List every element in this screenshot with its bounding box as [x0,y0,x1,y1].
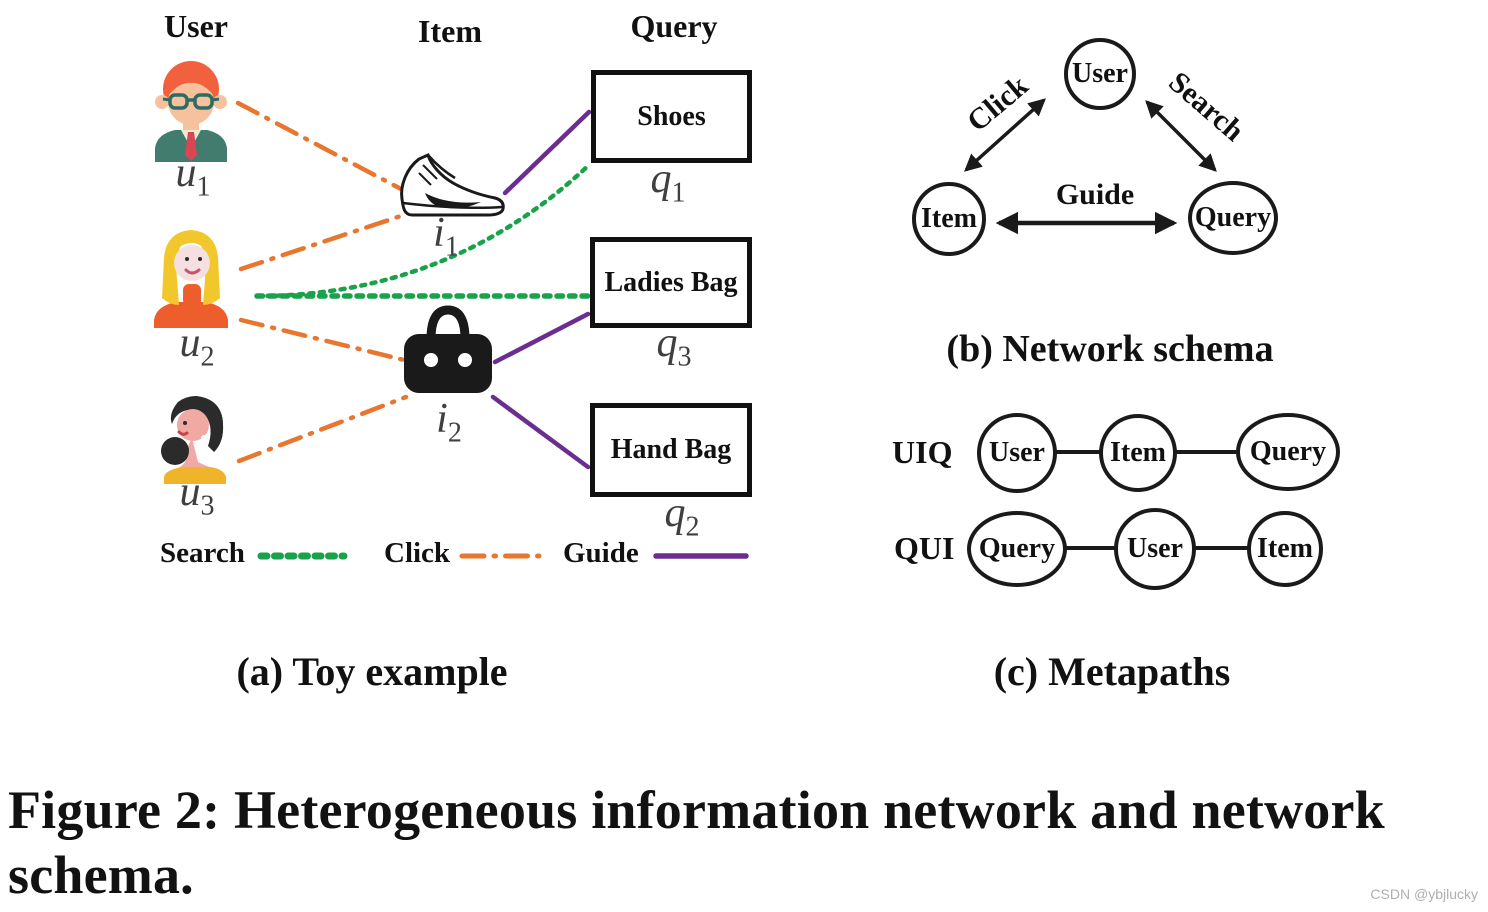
legend-label-click: Click [384,537,451,569]
metapath-qui-link-1 [1065,546,1116,550]
edge-i2-q2-guide [490,394,591,470]
node-label-q3: q3 [636,322,712,371]
legend-search-line-sample [257,552,348,560]
metapath-qui-node-user: User [1114,508,1196,590]
column-header-user: User [164,8,228,44]
q1-sub: 1 [671,177,686,209]
q3-letter: q [656,320,678,366]
schema-edge-search-arrow [1145,100,1217,172]
metapath-name-qui: QUI [894,530,955,566]
u3-letter: u [179,469,201,515]
metapath-qui-node-query: Query [967,511,1067,587]
node-label-q2: q2 [644,492,720,541]
caption-network-schema: (b) Network schema [946,328,1274,370]
legend-guide-line-sample [653,553,749,559]
watermark: CSDN @ybjlucky [1370,886,1478,902]
schema-edge-label-guide: Guide [1055,178,1135,211]
figure-caption: Figure 2: Heterogeneous information netw… [8,778,1483,908]
i2-sub: 2 [447,417,462,449]
sneaker-icon [400,152,505,217]
u2-letter: u [179,320,201,366]
schema-node-query: Query [1188,181,1278,255]
i2-letter: i [436,396,448,442]
legend-click-line-sample [459,553,550,559]
user-u3-avatar-icon [161,396,226,484]
edge-u2-i1-click [238,212,407,272]
node-label-u3: u3 [159,471,235,520]
q3-sub: 3 [677,341,692,373]
metapath-uiq-node-query: Query [1236,413,1340,491]
i1-letter: i [433,210,445,256]
toy-edges-layer [235,100,593,470]
metapath-uiq-node-user: User [977,413,1057,493]
q2-sub: 2 [685,511,700,543]
metapath-qui-node-item: Item [1247,511,1323,587]
schema-node-item: Item [912,182,986,256]
edge-u3-i2-click [236,394,409,464]
u1-sub: 1 [196,171,211,203]
column-header-query: Query [630,8,718,44]
figure-caption-line2: schema. [8,844,194,905]
schema-edge-click-arrow [964,98,1046,172]
metapath-uiq-node-item: Item [1099,414,1177,492]
metapath-name-uiq: UIQ [892,434,953,470]
query-box-ladies-bag: Ladies Bag [590,237,752,328]
node-label-i2: i2 [411,398,487,447]
user-u2-avatar-icon [154,230,228,328]
u1-letter: u [175,150,197,196]
legend-label-search: Search [160,537,245,569]
metapath-uiq-link-1 [1055,450,1101,454]
schema-arrows-layer [964,98,1217,235]
user-u1-avatar-icon [155,61,227,162]
edge-i1-q1-guide [502,109,592,196]
caption-toy-example: (a) Toy example [236,649,508,694]
query-box-shoes: Shoes [591,70,752,163]
edge-u1-i1-click [235,100,406,193]
legend-label-guide: Guide [563,537,639,569]
caption-metapaths: (c) Metapaths [993,649,1231,694]
u3-sub: 3 [200,490,215,522]
q2-letter: q [664,490,686,536]
edge-u2-i2-click [238,317,407,363]
handbag-icon [404,305,492,393]
node-label-q1: q1 [630,158,706,207]
node-label-i1: i1 [408,212,484,261]
edge-i2-q3-guide [492,311,591,365]
metapath-uiq-link-2 [1175,450,1238,454]
column-header-item: Item [418,13,482,49]
schema-node-user: User [1064,38,1136,110]
u2-sub: 2 [200,341,215,373]
query-box-hand-bag: Hand Bag [590,403,752,497]
node-label-u1: u1 [155,152,231,201]
figure-caption-line1: Figure 2: Heterogeneous information netw… [8,780,1385,840]
node-label-u2: u2 [159,322,235,371]
edge-u2-q1-search [254,161,593,299]
q1-letter: q [650,156,672,202]
i1-sub: 1 [444,231,459,263]
metapath-qui-link-2 [1194,546,1249,550]
